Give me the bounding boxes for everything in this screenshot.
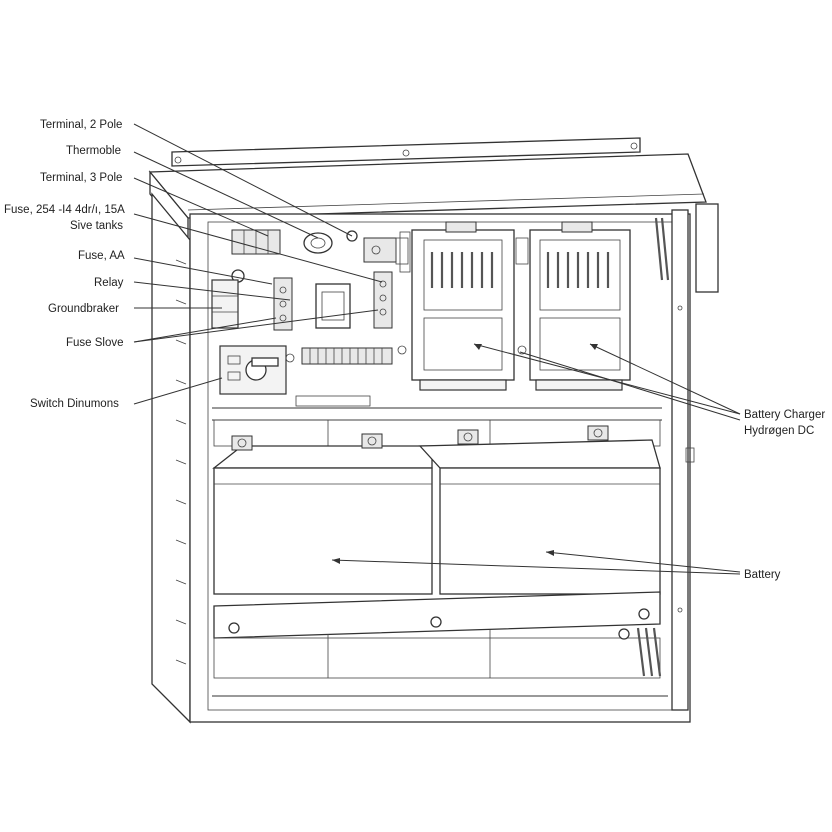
mounting-flange — [171, 137, 641, 167]
left-side-wall — [151, 192, 191, 724]
relay — [273, 277, 293, 331]
label-thermoble: Thermoble — [66, 145, 121, 157]
battery-terminal-icon — [231, 435, 253, 451]
label-terminal-3-pole: Terminal, 3 Pole — [40, 172, 122, 184]
leader-switch — [133, 377, 223, 405]
leader-charger-b — [589, 343, 741, 415]
terminal-rail — [301, 347, 393, 365]
groundbraker — [211, 279, 239, 329]
label-battery: Battery — [744, 569, 781, 581]
label-fuse-15a-line2: Sive tanks — [70, 220, 123, 232]
battery-terminal-icon — [587, 425, 609, 441]
leader-fuse-slove-b — [133, 309, 379, 343]
leader-fuse-slove-a — [133, 317, 277, 343]
battery-1 — [213, 467, 433, 595]
leader-lines — [133, 123, 741, 575]
vent-grille-right — [654, 217, 670, 281]
leader-terminal-2-pole — [133, 123, 353, 237]
label-groundbraker: Groundbraker — [48, 303, 119, 315]
side-box — [695, 203, 719, 293]
leader-thermoble — [133, 151, 319, 239]
battery-2 — [439, 467, 661, 595]
vent-grille-bottom — [636, 627, 662, 677]
battery-terminal-icon — [361, 433, 383, 449]
battery-compartment — [212, 419, 668, 697]
flange-hole-icon — [402, 149, 410, 157]
leader-battery-a — [331, 559, 741, 575]
battery-charger-1 — [395, 221, 515, 391]
leader-terminal-3-pole — [133, 177, 269, 237]
door-latch — [685, 447, 695, 463]
flange-hole-icon — [174, 156, 182, 164]
callout-labels: Terminal, 2 Pole Thermoble Terminal, 3 P… — [4, 119, 825, 581]
thermostat — [303, 232, 333, 254]
bolt-icon — [228, 622, 240, 634]
fuse-block — [373, 271, 393, 329]
leader-fuse-aa — [133, 257, 273, 285]
terminal-3-pole — [363, 237, 397, 263]
label-fuse-15a: Fuse, 254 -I4 4dr/ı, 15A — [4, 204, 125, 216]
bolt-icon — [618, 628, 630, 640]
label-switch-dinumons: Switch Dinumons — [30, 398, 119, 410]
bolt-icon — [638, 608, 650, 620]
battery-terminal-icon — [457, 429, 479, 445]
lid-edge — [187, 193, 705, 211]
label-fuse-aa: Fuse, AA — [78, 250, 125, 262]
label-fuse-slove: Fuse Slove — [66, 337, 124, 349]
battery-hold-down-bar — [213, 591, 661, 639]
bolt-icon — [430, 616, 442, 628]
label-terminal-2-pole: Terminal, 2 Pole — [40, 119, 122, 131]
side-ribs — [175, 259, 187, 665]
label-battery-charger: Battery Charger — [744, 409, 825, 421]
leader-fuse-15a — [133, 213, 383, 283]
flange-hole-icon — [630, 142, 638, 150]
leader-charger-c — [519, 351, 741, 421]
battery-charger-2 — [515, 221, 631, 391]
leader-relay — [133, 281, 291, 301]
label-battery-charger-line2: Hydrøgen DC — [744, 425, 814, 437]
door-edge — [671, 209, 689, 711]
center-module — [315, 283, 351, 329]
leader-battery-b — [545, 551, 741, 573]
label-relay: Relay — [94, 277, 124, 289]
